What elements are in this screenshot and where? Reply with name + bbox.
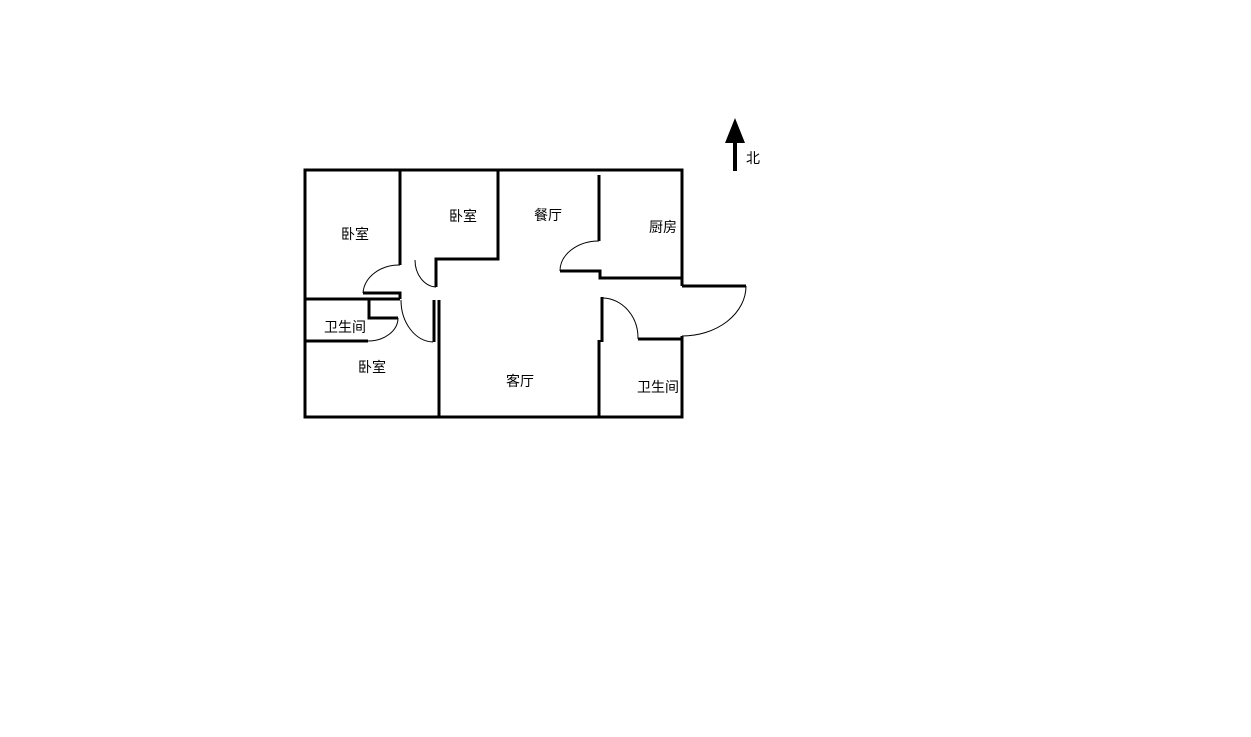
wall-kitchen-bottom (560, 269, 682, 280)
room-label-bedroom-north: 卧室 (449, 209, 477, 225)
room-label-bedroom-southwest: 卧室 (358, 360, 386, 376)
door-arc-bedroom-nw[interactable] (362, 264, 401, 294)
outer-wall (303, 168, 684, 419)
walls (303, 168, 746, 419)
room-label-bathroom-west: 卫生间 (324, 320, 366, 336)
door-arc-bath-west[interactable] (367, 317, 399, 342)
wall-bath-east-left (597, 297, 604, 417)
door-arc-entrance[interactable] (681, 285, 747, 337)
doors (362, 240, 747, 343)
door-arc-bath-east[interactable] (602, 297, 639, 340)
door-arc-bedroom-sw[interactable] (400, 299, 434, 343)
door-arc-bedroom-n[interactable] (414, 259, 437, 288)
room-label-kitchen: 厨房 (649, 220, 677, 236)
compass-label: 北 (746, 151, 760, 167)
room-label-bedroom-northwest: 卧室 (341, 227, 369, 243)
wall-bath-stub (367, 299, 398, 320)
north-arrow-icon (725, 118, 745, 171)
room-label-bathroom-east: 卫生间 (637, 380, 679, 396)
room-label-living-room: 客厅 (506, 374, 534, 390)
door-arc-kitchen[interactable] (559, 240, 600, 272)
room-label-dining-room: 餐厅 (534, 208, 562, 224)
wall-bedroom2-bottom (434, 170, 500, 287)
wall-bedroom-stub (363, 291, 402, 299)
